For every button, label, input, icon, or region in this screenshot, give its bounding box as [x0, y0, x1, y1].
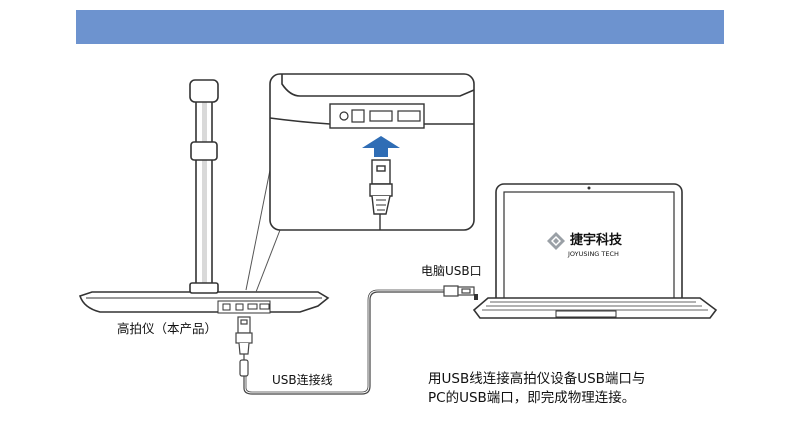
insert-arrow	[362, 136, 400, 157]
brand-name-cn: 捷宇科技	[570, 232, 623, 248]
caption-line-2: PC的USB端口，即完成物理连接。	[428, 390, 636, 406]
laptop	[472, 183, 718, 319]
caption-line-1: 用USB线连接高拍仪设备USB端口与	[428, 371, 646, 387]
scanner-ports	[217, 300, 271, 314]
pc-port-label: 电脑USB口	[421, 264, 482, 278]
callout-lines	[245, 159, 281, 293]
instruction-caption: 用USB线连接高拍仪设备USB端口与 PC的USB端口，即完成物理连接。	[428, 370, 728, 408]
scanner-label: 高拍仪（本产品）	[117, 321, 217, 336]
inset-usb-plug	[369, 159, 393, 230]
usb-cable-label: USB连接线	[272, 372, 333, 387]
zoom-inset	[269, 73, 475, 231]
brand-logo-icon	[547, 232, 565, 250]
usb-cable	[235, 285, 475, 395]
document-camera	[78, 79, 330, 314]
brand-logo: 捷宇科技 JOYUSING TECH	[547, 232, 623, 258]
header-band	[76, 10, 724, 44]
brand-name-en: JOYUSING TECH	[567, 250, 619, 258]
